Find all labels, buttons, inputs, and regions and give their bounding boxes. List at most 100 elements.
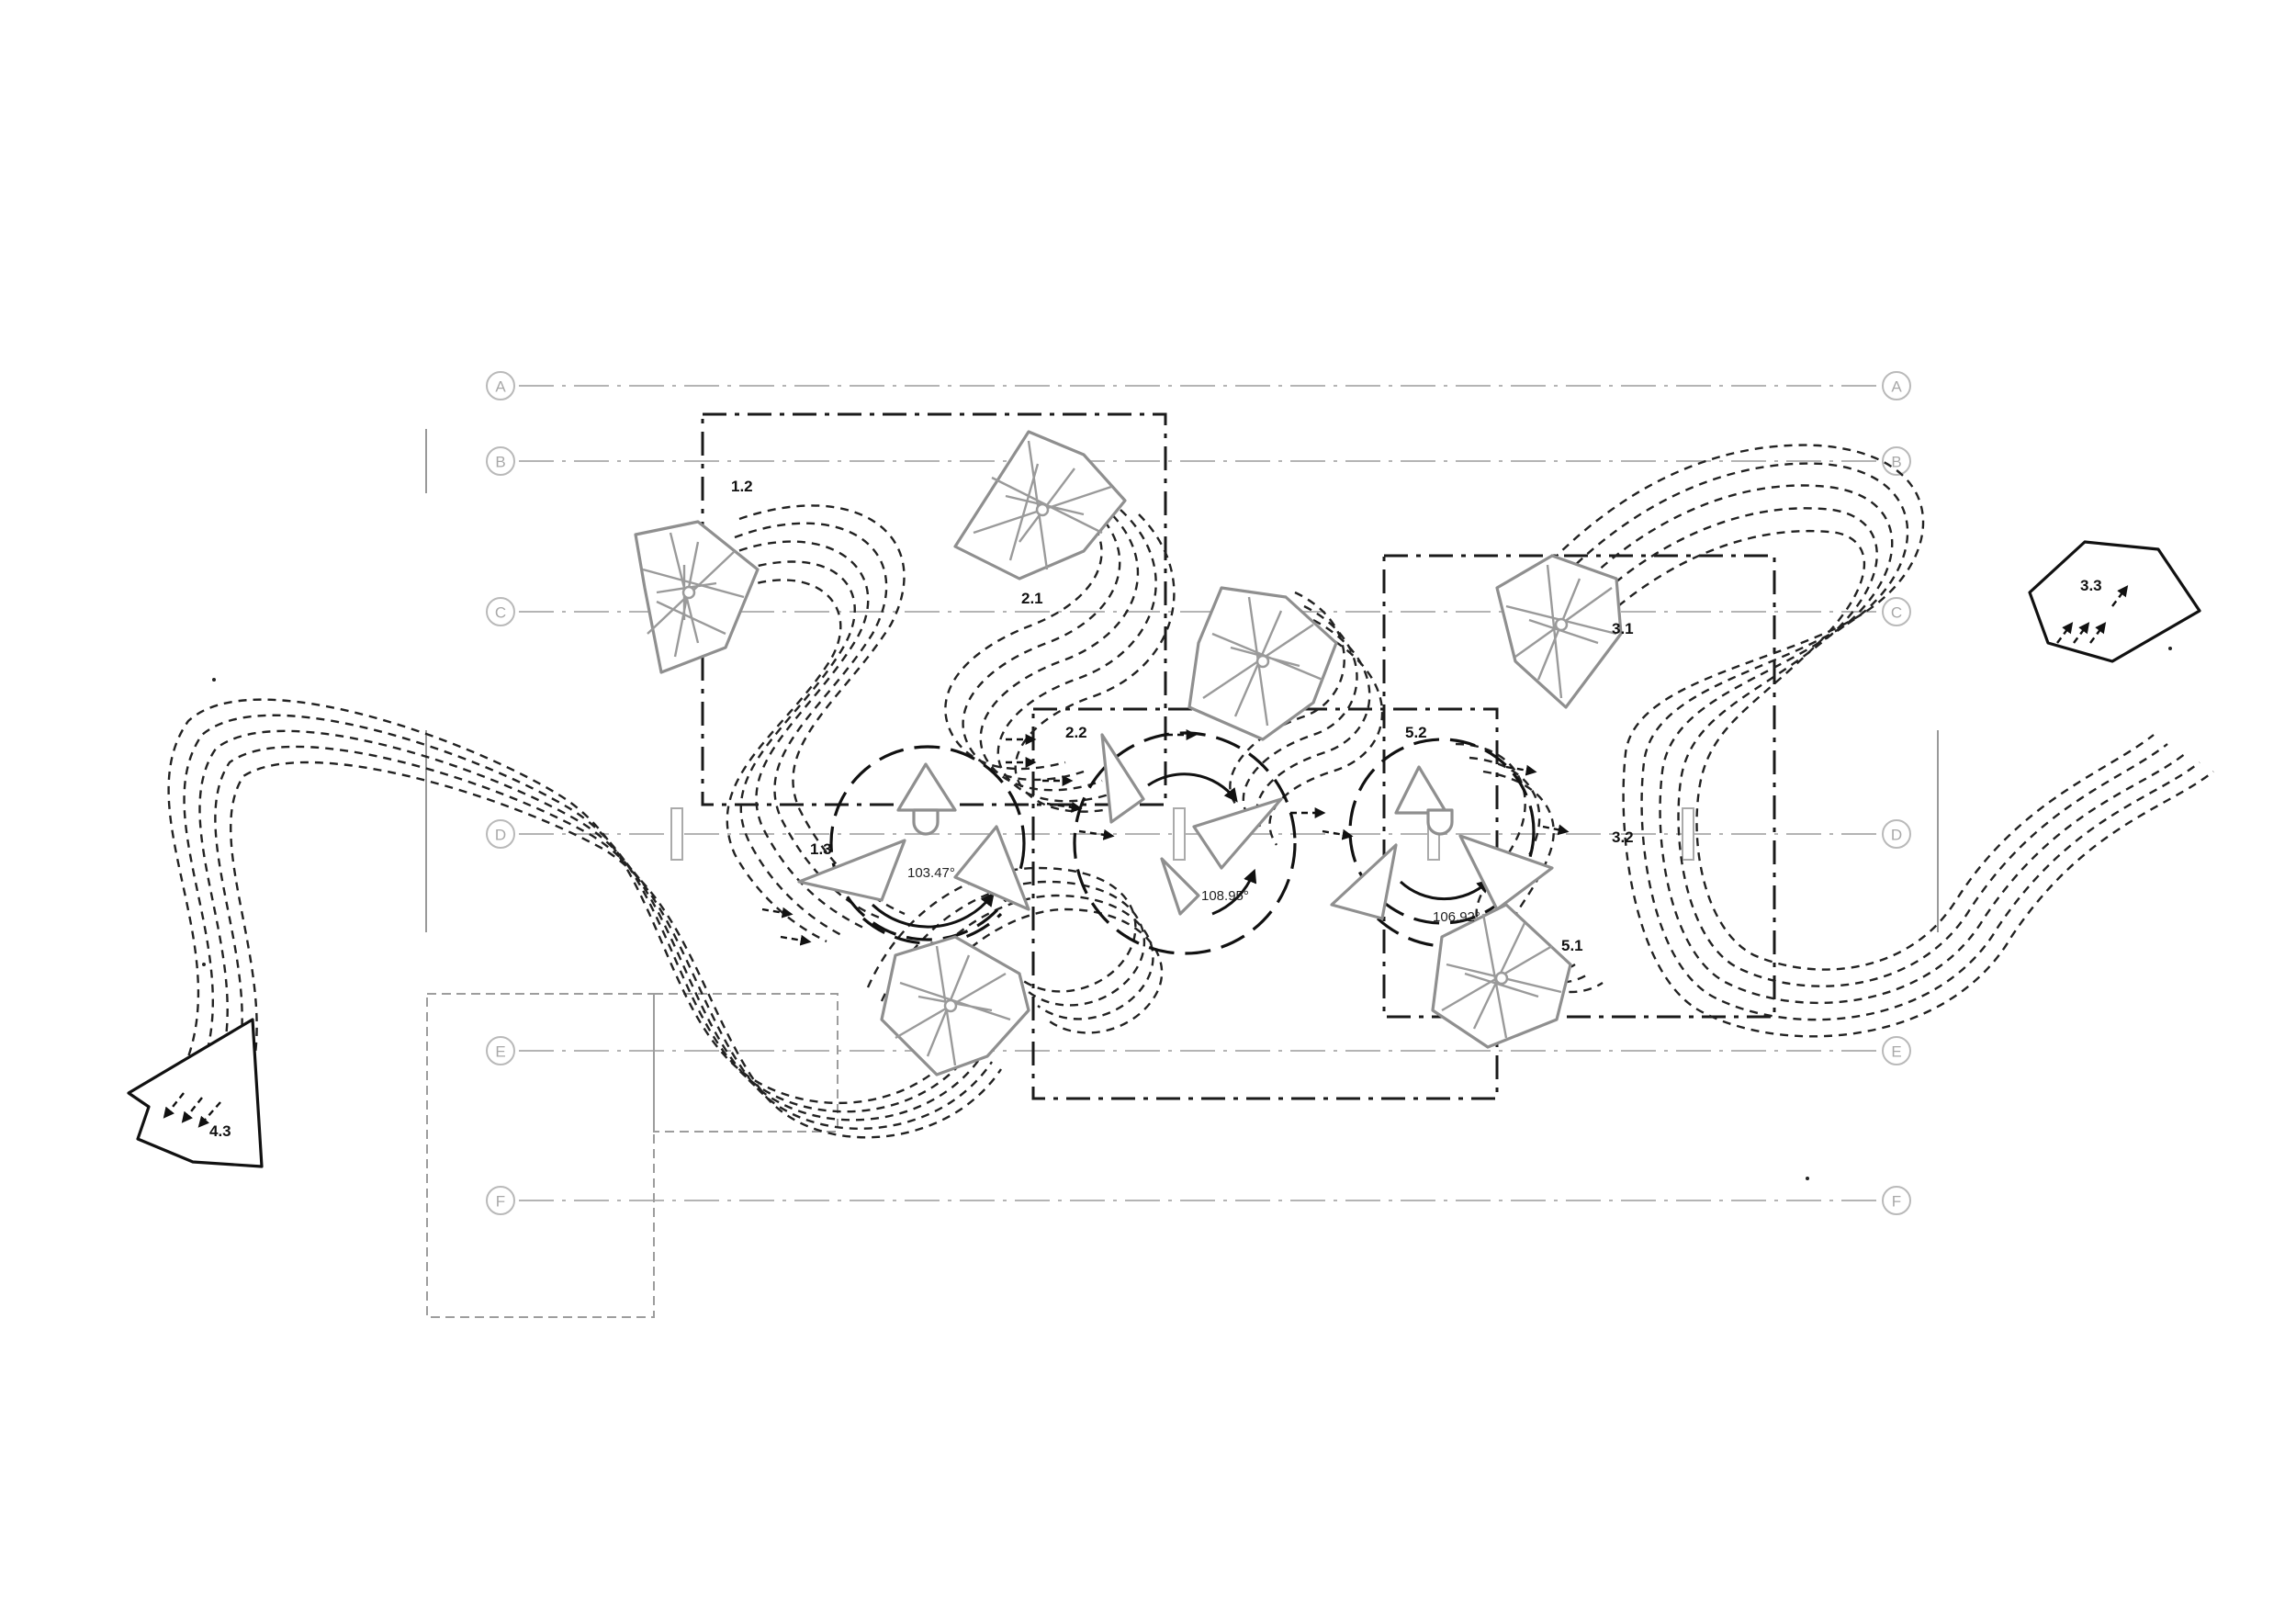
path-line	[1565, 462, 2200, 1021]
axis-e: E E	[486, 1036, 1911, 1065]
axis-bubble-left	[486, 1036, 515, 1065]
dot	[2168, 647, 2172, 650]
wedge-module	[953, 825, 1030, 911]
rotation-arc	[829, 745, 1026, 941]
axis-c: C C	[486, 597, 1911, 626]
axis-label: F	[1892, 1193, 1901, 1211]
axis-bubble-right	[1882, 819, 1911, 849]
path-line	[866, 866, 1137, 993]
path-line	[944, 495, 1103, 771]
path-line	[962, 500, 1121, 782]
zone-frame-light-2	[653, 993, 838, 1133]
label-2-2: 2.2	[1065, 724, 1087, 741]
pivot-cap	[1426, 808, 1454, 836]
axis-label: D	[1891, 827, 1902, 844]
path-line	[174, 714, 974, 1117]
star-module	[1495, 554, 1623, 709]
star-module	[634, 520, 760, 674]
path-line	[160, 698, 965, 1108]
wedge-module	[896, 762, 957, 812]
path-line	[1579, 484, 2187, 1005]
axis-label: F	[496, 1193, 505, 1211]
axis-bubble-left	[486, 446, 515, 476]
zone-frame-light-1	[426, 993, 655, 1318]
label-1-3: 1.3	[810, 840, 832, 858]
dot	[202, 963, 206, 966]
rotation-arrow	[871, 892, 995, 929]
label-5-1: 5.1	[1561, 937, 1583, 954]
path-line	[201, 745, 993, 1135]
wedge-module	[1458, 834, 1554, 911]
wedge-module	[1160, 857, 1200, 916]
path-line	[187, 729, 984, 1126]
wedge-module	[1192, 797, 1283, 870]
axis-label: A	[495, 378, 506, 396]
axis-label: C	[495, 604, 506, 622]
angle-label-1: 103.47°	[907, 865, 955, 881]
column-marker	[670, 807, 683, 861]
axis-bubble-left	[486, 819, 515, 849]
path-line	[734, 522, 888, 920]
axis-label: A	[1891, 378, 1902, 396]
axis-bubble-right	[1882, 1186, 1911, 1215]
path-line	[894, 894, 1154, 1020]
label-5-2: 5.2	[1405, 724, 1427, 741]
path-line	[729, 560, 856, 939]
direction-arrows	[761, 729, 1570, 946]
angle-label-3: 106.92°	[1433, 909, 1480, 925]
path-line	[907, 907, 1164, 1034]
path-line	[215, 761, 1002, 1144]
zone-labels: 1.2 2.1 1.3 2.2 5.2 3.1 3.2 5.1 3.3 4.3	[209, 478, 2102, 1140]
path-line	[1014, 513, 1176, 813]
axis-label: E	[495, 1043, 505, 1061]
axis-label: B	[495, 454, 505, 471]
axis-f: F F	[486, 1186, 1911, 1215]
path-line	[1551, 444, 2214, 1038]
axis-bubble-right	[1882, 597, 1911, 626]
axis-bubble-left	[486, 371, 515, 400]
rotation-arc	[1073, 731, 1297, 955]
axis-bubble-right	[1882, 1036, 1911, 1065]
path-line	[979, 504, 1139, 792]
path-line	[1606, 529, 2155, 971]
path-line	[1229, 591, 1345, 805]
axis-a: A A	[486, 371, 1911, 400]
rotation-arc	[1348, 738, 1536, 925]
star-module	[880, 935, 1030, 1076]
label-3-2: 3.2	[1612, 828, 1634, 846]
star-module	[953, 430, 1127, 580]
wedge-module	[797, 839, 906, 902]
dot	[1806, 1177, 1809, 1180]
label-1-2: 1.2	[731, 478, 753, 495]
axis-bubble-right	[1882, 446, 1911, 476]
star-modules	[634, 430, 1623, 1076]
axis-label: E	[1891, 1043, 1901, 1061]
column-marker	[1173, 807, 1186, 861]
wedge-module	[1394, 765, 1448, 815]
path-line	[725, 540, 870, 930]
endpoints	[127, 540, 2201, 1168]
label-2-1: 2.1	[1021, 590, 1043, 607]
path-line	[996, 509, 1157, 803]
rotation-arrow	[1399, 878, 1491, 900]
path-line	[726, 579, 842, 943]
axis-b: B B	[486, 446, 1911, 476]
angle-label-2: 108.95°	[1201, 888, 1249, 904]
axis-bubble-right	[1882, 371, 1911, 400]
axis-bubble-left	[486, 1186, 515, 1215]
label-3-3: 3.3	[2080, 577, 2102, 594]
axis-label: D	[495, 827, 506, 844]
path-line	[738, 504, 906, 916]
circulation-paths	[160, 444, 2214, 1144]
endpoint-4-3	[127, 1018, 264, 1168]
path-line	[880, 880, 1146, 1007]
rotation-arrow	[1211, 868, 1257, 916]
wedge-modules	[797, 733, 1554, 920]
grid-axes: A A B B C C D D E	[425, 371, 1939, 1215]
path-line	[1268, 632, 1383, 846]
rotation-arrow	[1147, 772, 1238, 803]
wedge-module	[1330, 843, 1398, 920]
star-module	[1187, 586, 1338, 741]
star-module	[1431, 903, 1572, 1049]
